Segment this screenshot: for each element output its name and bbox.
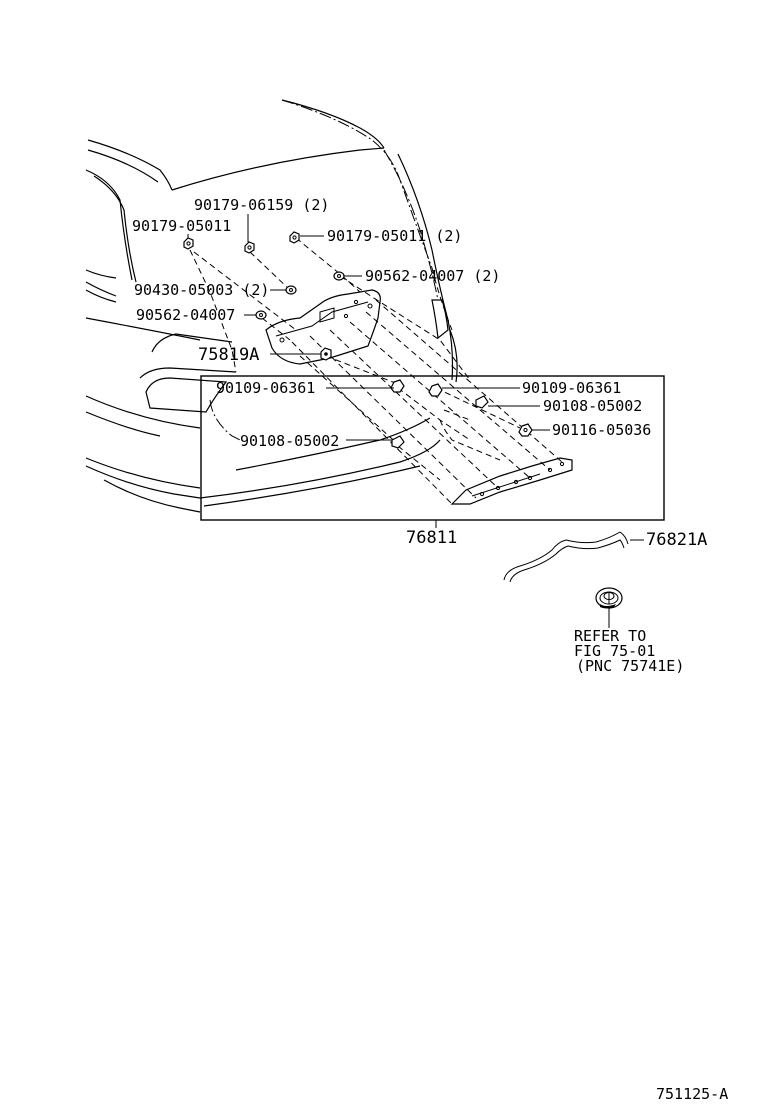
refer-note-line2: FIG 75-01 <box>574 642 655 660</box>
label-90179-05011-right: 90179-05011 (2) <box>327 227 462 245</box>
label-90562-04007-left: 90562-04007 <box>136 306 235 324</box>
label-90562-04007-right: 90562-04007 (2) <box>365 267 500 285</box>
label-76821A: 76821A <box>646 530 707 550</box>
refer-note-line3: (PNC 75741E) <box>576 657 684 675</box>
label-90430-05003: 90430-05003 (2) <box>134 281 269 299</box>
label-90179-06159: 90179-06159 (2) <box>194 196 329 214</box>
leader-lines <box>187 214 644 628</box>
refer-note-line1: REFER TO <box>574 627 646 645</box>
label-76811: 76811 <box>406 528 457 548</box>
label-90109-06361-left: 90109-06361 <box>216 379 315 397</box>
label-90116-05036: 90116-05036 <box>552 421 651 439</box>
diagram-id: 751125-A <box>656 1085 728 1103</box>
label-75819A: 75819A <box>198 345 259 365</box>
label-90108-05002-left: 90108-05002 <box>240 432 339 450</box>
detail-box <box>200 375 665 521</box>
label-90108-05002-right: 90108-05002 <box>543 397 642 415</box>
wire-harness-76821A <box>503 531 629 581</box>
lower-garnish-76811 <box>450 457 573 505</box>
label-90179-05011-left: 90179-05011 <box>132 217 231 235</box>
assembly-dashed-lines <box>189 237 563 505</box>
vehicle-rear-body <box>85 99 458 513</box>
toyota-emblem-icon <box>595 587 623 609</box>
label-90109-06361-right: 90109-06361 <box>522 379 621 397</box>
part-labels: 90179-06159 (2) 90179-05011 90179-05011 … <box>132 196 728 1103</box>
back-door-garnish <box>265 289 381 365</box>
